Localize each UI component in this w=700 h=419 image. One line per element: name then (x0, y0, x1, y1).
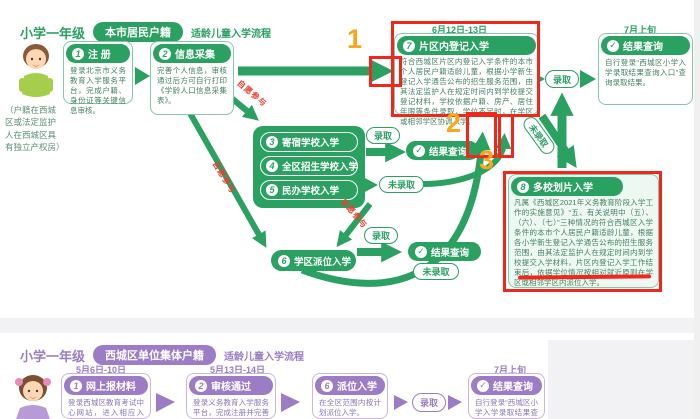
bstep6-pill: 6 派位入学 (315, 376, 385, 395)
step1-number: 1 (72, 47, 84, 60)
step5-pill: 5 民办学校入学 (260, 180, 358, 200)
check-icon: ✓ (413, 144, 425, 157)
annotation-number-1: 1 (347, 24, 363, 54)
step2-pill: 2 信息采集 (153, 44, 231, 63)
flow-suffix-label: 适龄儿童入学流程 (191, 28, 272, 40)
step7-title: 片区内登记入学 (419, 42, 489, 53)
result-box-top: ✓ 结果查询 自行登录“西城区小学入学录取结果查询入口”查询录取结果。 (598, 33, 693, 105)
check-icon: ✓ (477, 379, 489, 392)
step8-title: 多校划片入学 (533, 183, 593, 194)
step7-date: 6月12日-13日 (432, 25, 488, 35)
result-top-date: 7月上旬 (624, 25, 657, 35)
check-icon: ✓ (415, 245, 427, 258)
annotation-box-uparrow-1 (466, 112, 497, 158)
step7-pill: 7 片区内登记入学 (397, 36, 536, 55)
step6-number: 6 (278, 254, 290, 267)
bstep2-title: 审核通过 (211, 382, 251, 393)
annotation-box-step7 (391, 21, 540, 117)
step-box-upload-materials: 1 网上报材料 登录西城区教育考试中心网站，进入相应入口，填报信息并上传证明证 (61, 373, 151, 419)
flow-suffix-label: 适龄儿童入学流程 (224, 351, 305, 363)
result-pill-1: ✓ 结果查询 (406, 141, 479, 160)
step7-body: 符合西城区片区内登记入学条件的本市个人居民户籍适龄儿童，根据小学新生登记入学通告… (400, 57, 533, 126)
result-top-title: 结果查询 (623, 42, 663, 53)
bstep2-pill: 2 审核通过 (189, 376, 273, 395)
step-box-review-passed: 2 审核通过 登录义务教育入学服务平台，完成注册并完善个人信息，打印《学龄 (186, 373, 276, 419)
step-box-info-collect: 2 信息采集 完善个人信息，审核通过后方可自行打印《学龄人口信息采集表》。 (150, 41, 234, 115)
admitted-oval-2: 录取 (364, 227, 398, 244)
step4-pill: 4 全区招生学校入学 (260, 156, 358, 176)
step4-title: 全区招生学校入学 (282, 162, 359, 173)
step1-title: 注 册 (88, 50, 111, 61)
category-pill: 西城区单位集体户籍 (93, 345, 217, 365)
household-side-note: （户籍在西城区或法定监护人在西城区具有独立产权房） (5, 105, 65, 152)
bresult-title: 结果查询 (493, 382, 533, 393)
step6-title: 学区派位入学 (294, 256, 352, 268)
step2-number: 2 (159, 47, 171, 60)
admitted-oval-bottom: 录取 (412, 393, 446, 412)
annotation-number-3: 3 (479, 145, 495, 175)
bstep6-title: 派位入学 (337, 382, 377, 393)
step8-pill: 8 多校划片入学 (511, 177, 623, 196)
admitted-oval-top: 录取 (545, 70, 579, 88)
step5-title: 民办学校入学 (282, 186, 340, 197)
scrollbar-track[interactable] (694, 0, 700, 419)
top-section-header: 小学一年级 本市居民户籍 适龄儿童入学流程 (20, 22, 271, 42)
step3-pill: 3 寄宿学校入学 (260, 132, 358, 152)
grade-label: 小学一年级 (20, 348, 86, 364)
section-divider (0, 318, 700, 333)
grade-label: 小学一年级 (20, 25, 86, 41)
step5-number: 5 (266, 184, 278, 196)
bstep1-pill: 1 网上报材料 (64, 376, 148, 395)
not-admitted-oval-1: 未录取 (379, 176, 424, 193)
step-box-multi-school: 8 多校划片入学 凡属《西城区2021年义务教育阶段入学工作的实施意见》“五、有… (508, 174, 659, 288)
bresult-date: 7月上旬 (494, 365, 527, 375)
optional-schools-block: 3 寄宿学校入学 4 全区招生学校入学 5 民办学校入学 (253, 126, 365, 208)
bottom-right-background (548, 340, 700, 419)
bstep1-number: 1 (70, 379, 82, 392)
result-pill-2: ✓ 结果查询 (408, 242, 481, 261)
step-box-register: 1 注 册 登录北京市义务教育入学服务平台，完成户籍、身份证等关键信息审核。 (63, 41, 133, 115)
result-top-body: 自行登录“西城区小学入学录取结果查询入口”查询录取结果。 (605, 58, 686, 87)
step1-pill: 1 注 册 (66, 44, 130, 63)
step1-body: 登录北京市义务教育入学服务平台，完成户籍、身份证等关键信息审核。 (70, 66, 126, 115)
bstep2-date: 5月13日-14日 (210, 365, 266, 375)
girl-avatar (15, 375, 51, 419)
annotation-box-step8 (503, 171, 662, 292)
step8-number: 8 (517, 180, 529, 193)
step4-number: 4 (266, 160, 278, 172)
bresult-pill: ✓ 结果查询 (471, 376, 542, 395)
step-box-allocation: 6 学区派位入学 (271, 250, 356, 271)
admitted-oval-1: 录取 (366, 127, 400, 144)
step2-body: 完善个人信息，审核通过后方可自行打印《学龄人口信息采集表》。 (157, 66, 227, 105)
bstep1-date: 5月6日-10日 (76, 365, 127, 375)
result-top-pill: ✓ 结果查询 (601, 36, 690, 55)
bstep2-body: 登录义务教育入学服务平台，完成注册并完善个人信息，打印《学龄 (193, 398, 269, 419)
step3-title: 寄宿学校入学 (282, 138, 340, 149)
bstep1-body: 登录西城区教育考试中心网站，进入相应入口，填报信息并上传证明证 (68, 398, 144, 419)
step-box-placement: 6 派位入学 在全区范围内按计划派位入学。 (312, 373, 388, 419)
result-label: 结果查询 (429, 146, 468, 158)
result-label: 结果查询 (431, 247, 470, 259)
bresult-body: 自行登录“西城区小学入学录取结果查询入口”查询录取结果。 (475, 398, 538, 419)
boy-avatar (19, 44, 53, 97)
step8-body: 凡属《西城区2021年义务教育阶段入学工作的实施意见》“五、有关说明中（五）、（… (514, 198, 653, 287)
bstep6-number: 6 (321, 379, 333, 392)
step3-number: 3 (266, 136, 278, 148)
bstep2-number: 2 (195, 379, 207, 392)
annotation-number-2: 2 (446, 108, 462, 138)
result-box-bottom: ✓ 结果查询 自行登录“西城区小学入学录取结果查询入口”查询录取结果。 (468, 373, 545, 419)
step2-title: 信息采集 (175, 50, 215, 61)
bottom-section-header: 小学一年级 西城区单位集体户籍 适龄儿童入学流程 (20, 345, 304, 365)
bstep6-body: 在全区范围内按计划派位入学。 (319, 398, 381, 417)
check-icon: ✓ (607, 39, 619, 52)
bstep1-title: 网上报材料 (86, 382, 136, 393)
category-pill: 本市居民户籍 (93, 22, 184, 42)
annotation-box-uparrow-2 (498, 114, 514, 158)
step7-number: 7 (403, 39, 415, 52)
not-admitted-oval-2: 未录取 (413, 263, 459, 280)
